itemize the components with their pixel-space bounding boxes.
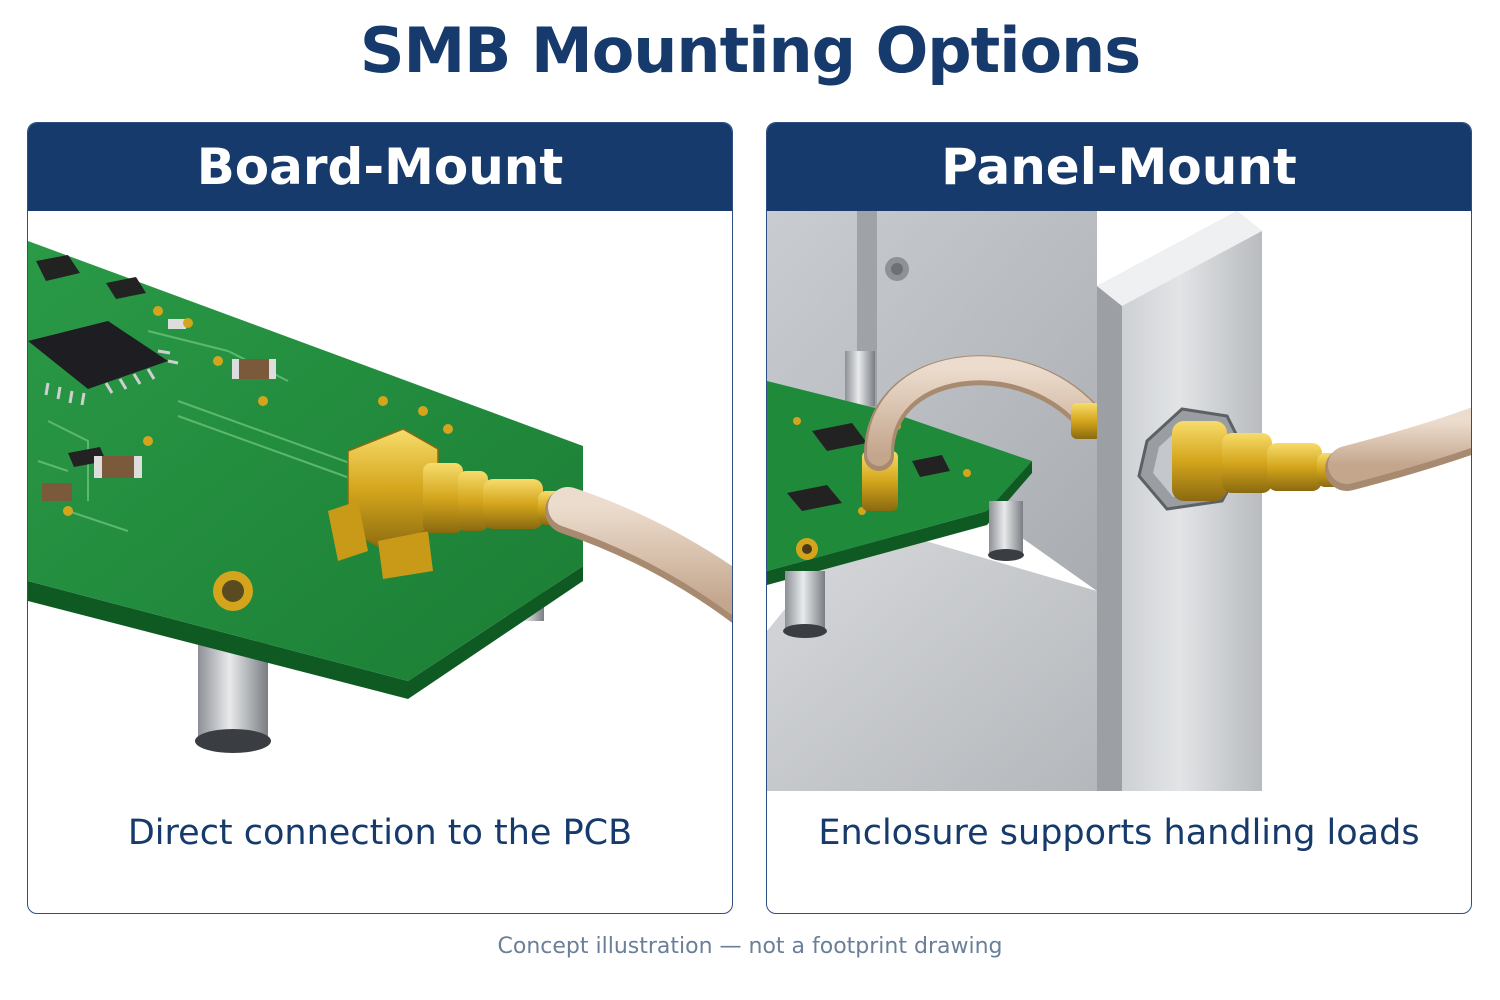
ic-chip xyxy=(28,321,179,406)
enclosure-floor xyxy=(767,521,1097,791)
internal-coax-cable xyxy=(866,356,1099,466)
coax-cable xyxy=(548,487,732,616)
panel-caption: Direct connection to the PCB xyxy=(127,813,633,853)
external-coax-cable xyxy=(1328,407,1471,484)
panel-header: Panel-Mount xyxy=(767,123,1471,211)
panel-mount-panel: Panel-Mount xyxy=(766,122,1472,914)
pcb-edge xyxy=(28,566,583,699)
smd-capacitor xyxy=(94,456,142,478)
board-mount-illustration xyxy=(28,211,732,791)
panel-header: Board-Mount xyxy=(28,123,732,211)
enclosure-back-wall xyxy=(767,211,1097,591)
footnote: Concept illustration — not a footprint d… xyxy=(497,934,1003,959)
panel-caption: Enclosure supports handling loads xyxy=(818,813,1420,853)
board-mount-panel: Board-Mount xyxy=(27,122,733,914)
page-title: SMB Mounting Options xyxy=(359,14,1141,87)
panel-mount-illustration xyxy=(767,211,1471,791)
